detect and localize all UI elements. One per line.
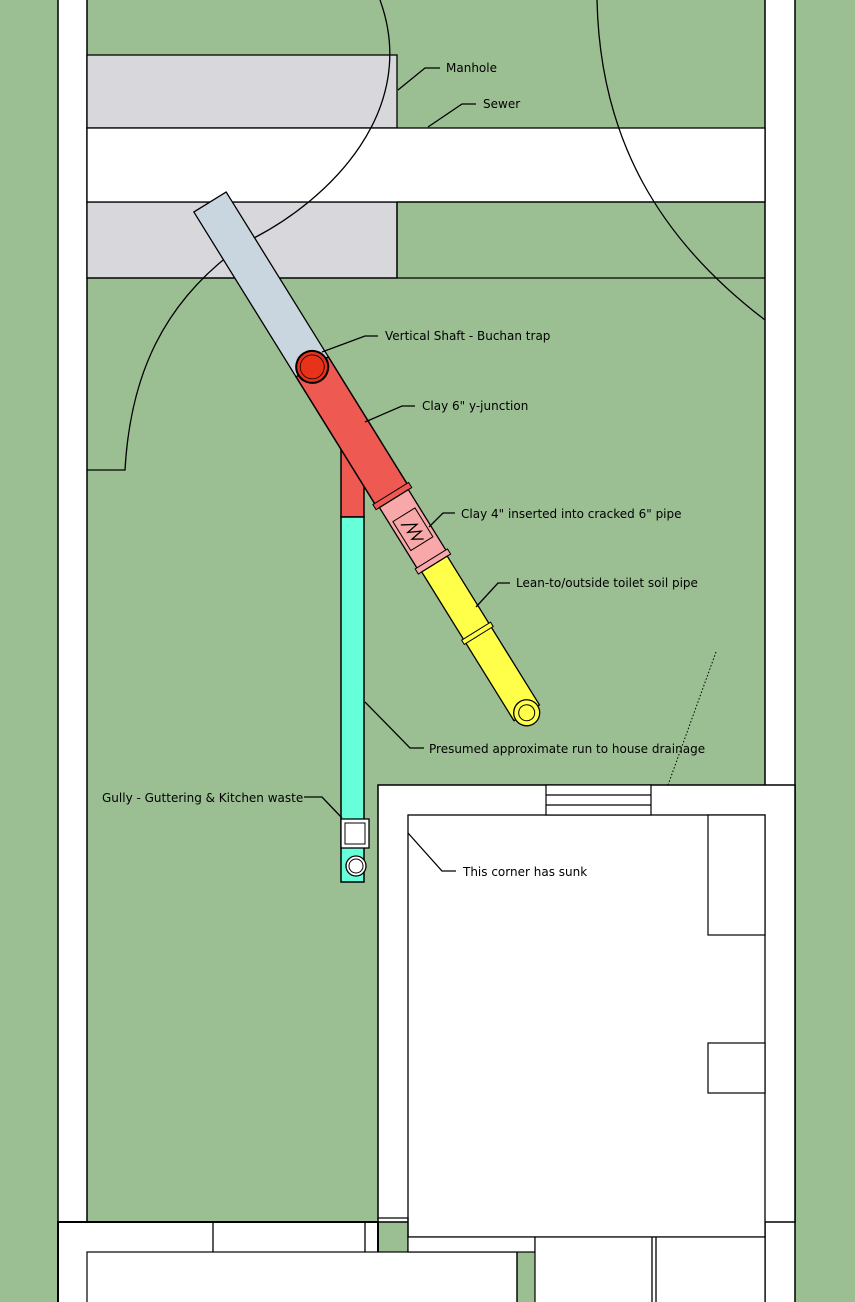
label-shaft: Vertical Shaft - Buchan trap — [385, 329, 550, 343]
arc-right — [596, 0, 766, 321]
wall-segment — [407, 1236, 536, 1253]
interior-cupboard — [707, 814, 766, 936]
label-sewer: Sewer — [483, 97, 520, 111]
leader-insert — [428, 512, 455, 528]
interior-fixture — [707, 1042, 766, 1094]
label-sunk-corner: This corner has sunk — [462, 865, 587, 879]
soil-pipe-end-icon — [513, 699, 541, 727]
leader-sunk-corner — [407, 832, 456, 872]
crack-icon — [400, 523, 424, 540]
rear-room — [86, 1251, 518, 1302]
pipe-collar — [460, 621, 494, 646]
house-drain-run — [340, 516, 365, 883]
window — [545, 784, 652, 816]
label-gully: Gully - Guttering & Kitchen waste — [102, 791, 303, 805]
label-junction: Clay 6" y-junction — [422, 399, 528, 413]
label-insert: Clay 4" inserted into cracked 6" pipe — [461, 507, 682, 521]
leader-shaft — [321, 335, 378, 353]
gully — [340, 818, 370, 849]
label-house-run: Presumed approximate run to house draina… — [429, 742, 705, 756]
leader-house-run — [364, 701, 424, 749]
label-soil-pipe: Lean-to/outside toilet soil pipe — [516, 576, 698, 590]
gully-outlet-inner — [348, 858, 364, 874]
house-interior — [407, 814, 766, 1238]
leader-soil-pipe — [475, 582, 510, 608]
buchan-trap-shaft-icon — [295, 349, 330, 384]
manhole-upper — [86, 54, 398, 129]
leader-junction — [364, 405, 415, 423]
leader-manhole — [397, 67, 440, 91]
dotted-guide-line — [667, 651, 717, 786]
label-manhole: Manhole — [446, 61, 497, 75]
leader-gully — [304, 796, 343, 819]
rear-room-right — [534, 1236, 766, 1302]
shaft-inner — [299, 354, 325, 380]
diagonal-pipe — [192, 191, 541, 727]
sewer-strip — [86, 127, 766, 203]
crack-box — [392, 507, 434, 552]
soil-pipe-end-inner — [518, 704, 536, 722]
leader-sewer — [427, 103, 476, 128]
left-wall — [57, 0, 88, 1229]
gully-inner — [344, 822, 366, 845]
